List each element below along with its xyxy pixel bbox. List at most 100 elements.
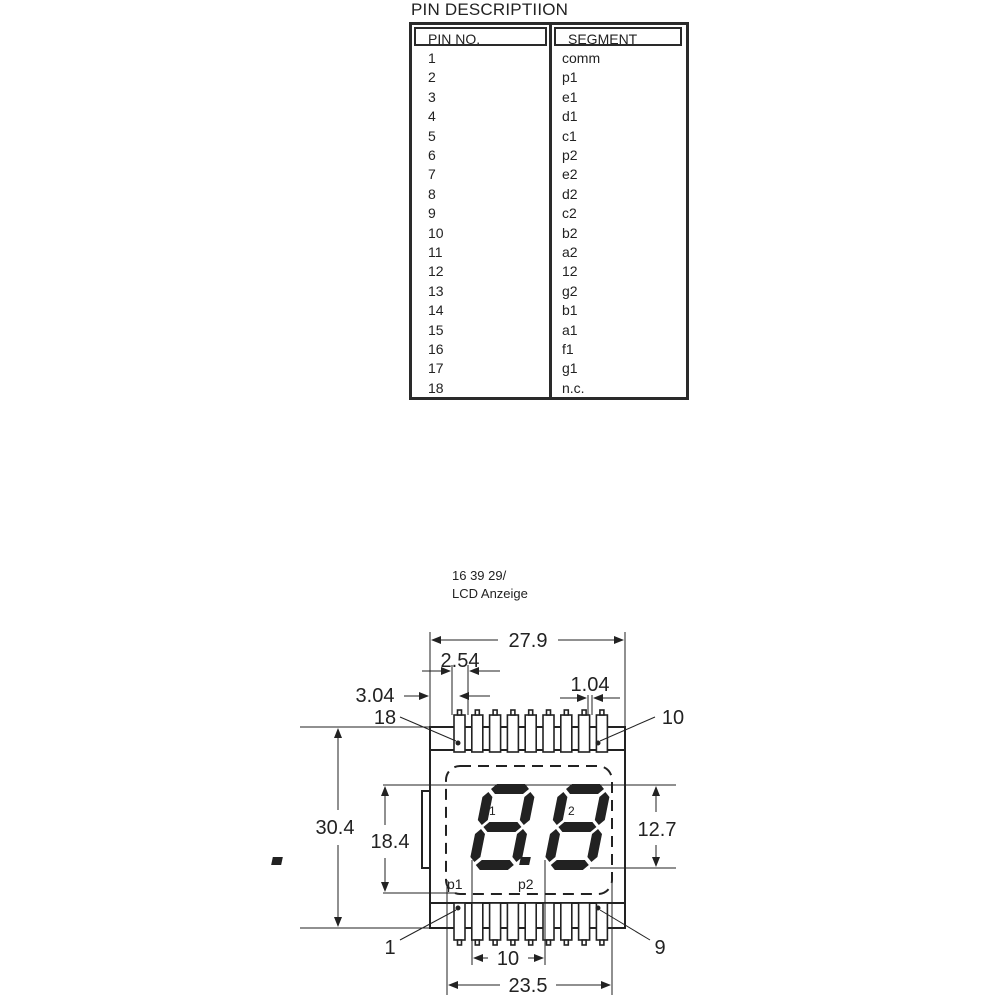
table-row: 17 g1: [412, 359, 686, 378]
segment-name: a1: [562, 321, 578, 338]
segment-name: e1: [562, 88, 578, 105]
decimal-point-p2: [519, 857, 531, 865]
pin: [453, 714, 466, 753]
pin-tip: [492, 939, 498, 946]
pin-tip: [563, 709, 570, 716]
pin: [488, 714, 502, 753]
segment-a1: [491, 784, 529, 794]
pin-number: 13: [428, 282, 444, 299]
pin-tip: [474, 939, 481, 946]
dim-pin-pitch: 2.54: [441, 650, 480, 672]
segment-name: g2: [562, 282, 578, 299]
pin-label-9: 9: [654, 937, 665, 959]
pin-number: 1: [428, 50, 436, 66]
pin-number: 3: [428, 88, 436, 105]
segment-e2: [545, 829, 560, 862]
segment-name: d2: [562, 185, 578, 202]
segment-c2: [587, 829, 602, 862]
dim-viewing-width: 23.5: [509, 975, 548, 997]
header-pin-no: PIN NO.: [414, 27, 547, 47]
segment-f1: [477, 792, 493, 825]
pin: [524, 902, 538, 941]
pin-number: 11: [428, 244, 443, 260]
segment-c1: [512, 829, 527, 862]
segment-name: a2: [562, 244, 578, 260]
pin-tip: [545, 939, 552, 946]
segment-name: c2: [562, 205, 577, 222]
pin-label-1: 1: [384, 937, 395, 959]
pin: [559, 714, 573, 753]
pin-label-18: 18: [374, 707, 396, 729]
table-row: 3 e1: [412, 88, 686, 107]
header-segment: SEGMENT: [554, 27, 682, 47]
segment-b1: [519, 792, 535, 825]
pin-number: 12: [428, 263, 444, 280]
dim-overall-height: 30.4: [316, 817, 355, 839]
segment-name: b1: [562, 302, 578, 319]
pin-tip: [474, 709, 481, 716]
pin-18-marker: [455, 740, 461, 746]
pin-number: 16: [428, 341, 444, 357]
table-row: 9 c2: [412, 204, 686, 223]
pin: [470, 902, 484, 941]
pin-9-marker: [595, 905, 601, 911]
digit-1-label: 1: [489, 804, 496, 818]
pin-number: 17: [428, 360, 444, 377]
pin-tip: [527, 939, 534, 946]
pin: [542, 714, 555, 753]
part-description: LCD Anzeige: [452, 586, 528, 601]
pin: [577, 714, 591, 753]
pin-tip: [456, 939, 463, 946]
segment-name: p2: [562, 147, 578, 163]
pin: [506, 714, 520, 753]
pin-tip: [510, 939, 516, 946]
pin-tip: [599, 709, 605, 716]
pin-number: 18: [428, 379, 444, 396]
side-tab: [421, 790, 431, 869]
pin-tip: [581, 939, 587, 946]
pin-tip: [456, 709, 463, 716]
segment-g1: [483, 822, 522, 832]
pin-tip: [492, 709, 498, 716]
segment-e1: [470, 829, 485, 862]
column-divider: [549, 25, 552, 397]
segment-name: p1: [562, 69, 578, 86]
part-number: 16 39 29/: [452, 568, 507, 583]
pin: [524, 714, 538, 753]
seven-segment-digits: [470, 784, 610, 870]
table-row: 7 e2: [412, 165, 686, 184]
dim-viewing-height: 18.4: [371, 831, 410, 853]
p1-label: p1: [447, 876, 463, 892]
pin-number: 9: [428, 205, 436, 222]
pin-number: 5: [428, 127, 436, 144]
pin-tip: [599, 939, 605, 946]
pin: [595, 714, 609, 753]
pin-number: 4: [428, 108, 436, 125]
segment-d2: [550, 860, 589, 870]
table-row: 11 a2: [412, 243, 686, 262]
pin-number: 15: [428, 321, 444, 338]
segment-a2: [566, 784, 604, 794]
pin-number: 10: [428, 224, 444, 241]
pin-1-marker: [455, 905, 461, 911]
table-row: 16 f1: [412, 340, 686, 359]
pin-number: 7: [428, 166, 436, 183]
segment-name: f1: [562, 341, 574, 357]
segment-name: g1: [562, 360, 578, 377]
table-row: 8 d2: [412, 185, 686, 204]
decimal-point-p1: [271, 857, 283, 865]
pin-number: 8: [428, 185, 436, 202]
segment-name: e2: [562, 166, 578, 183]
table-title: PIN DESCRIPTIION: [411, 0, 569, 19]
pin: [577, 902, 591, 941]
segment-f2: [552, 792, 568, 825]
caption: 16 39 29/ LCD Anzeige: [452, 567, 528, 603]
viewing-area: [445, 765, 613, 895]
